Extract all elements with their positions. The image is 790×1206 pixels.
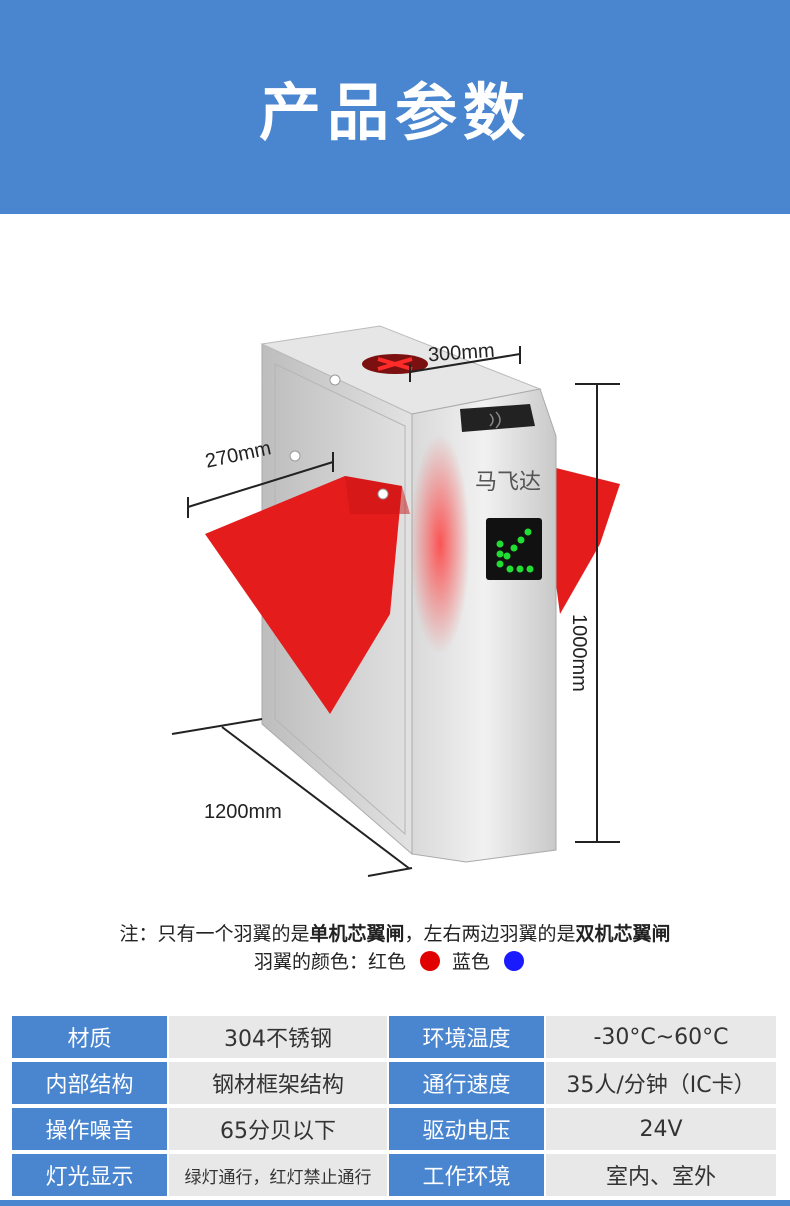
spec-value: 24V (546, 1108, 776, 1150)
spec-value: 室内、室外 (546, 1154, 776, 1196)
right-wing (540, 464, 620, 614)
left-wing (205, 476, 402, 714)
green-arrow-icon (496, 528, 534, 573)
blue-dot-icon (504, 951, 525, 971)
note-line-2: 羽翼的颜色：红色蓝色 (0, 948, 790, 976)
page-title: 产品参数 (258, 76, 531, 149)
spec-label: 环境温度 (389, 1016, 544, 1058)
header-banner: 产品参数 (0, 0, 790, 214)
note-line-1: 注：只有一个羽翼的是单机芯翼闸，左右两边羽翼的是双机芯翼闸 (119, 923, 671, 945)
brand-logo: 马飞达 (475, 470, 541, 495)
bottom-bar (0, 1200, 790, 1206)
spec-value: 304不锈钢 (169, 1016, 387, 1058)
dim-height: 1000mm (568, 614, 590, 692)
dim-top-width: 300mm (427, 339, 496, 367)
spec-value: 65分贝以下 (169, 1108, 387, 1150)
red-dot-icon (420, 951, 440, 971)
card-reader (460, 404, 535, 432)
spec-label: 通行速度 (389, 1062, 544, 1104)
spec-value: 钢材框架结构 (169, 1062, 387, 1104)
note-text: 注：只有一个羽翼的是单机芯翼闸，左右两边羽翼的是双机芯翼闸 羽翼的颜色：红色蓝色 (0, 920, 790, 976)
turnstile-illustration: 马飞达 (171, 325, 620, 877)
spec-label: 操作噪音 (12, 1108, 167, 1150)
dimension-lines (171, 346, 620, 877)
spec-value: 绿灯通行，红灯禁止通行 (169, 1154, 387, 1196)
spec-label: 内部结构 (12, 1062, 167, 1104)
spec-label: 驱动电压 (389, 1108, 544, 1150)
spec-value: -30°C~60°C (546, 1016, 776, 1058)
spec-table: 材质 304不锈钢 环境温度 -30°C~60°C 内部结构 钢材框架结构 通行… (12, 1016, 778, 1196)
dim-length: 1200mm (204, 801, 282, 823)
spec-label: 工作环境 (389, 1154, 544, 1196)
spec-label: 灯光显示 (12, 1154, 167, 1196)
product-figure: 马飞达 300mm 270mm 1000mm 1200mm (0, 214, 790, 914)
spec-value: 35人/分钟（IC卡） (546, 1062, 776, 1104)
spec-label: 材质 (12, 1016, 167, 1058)
